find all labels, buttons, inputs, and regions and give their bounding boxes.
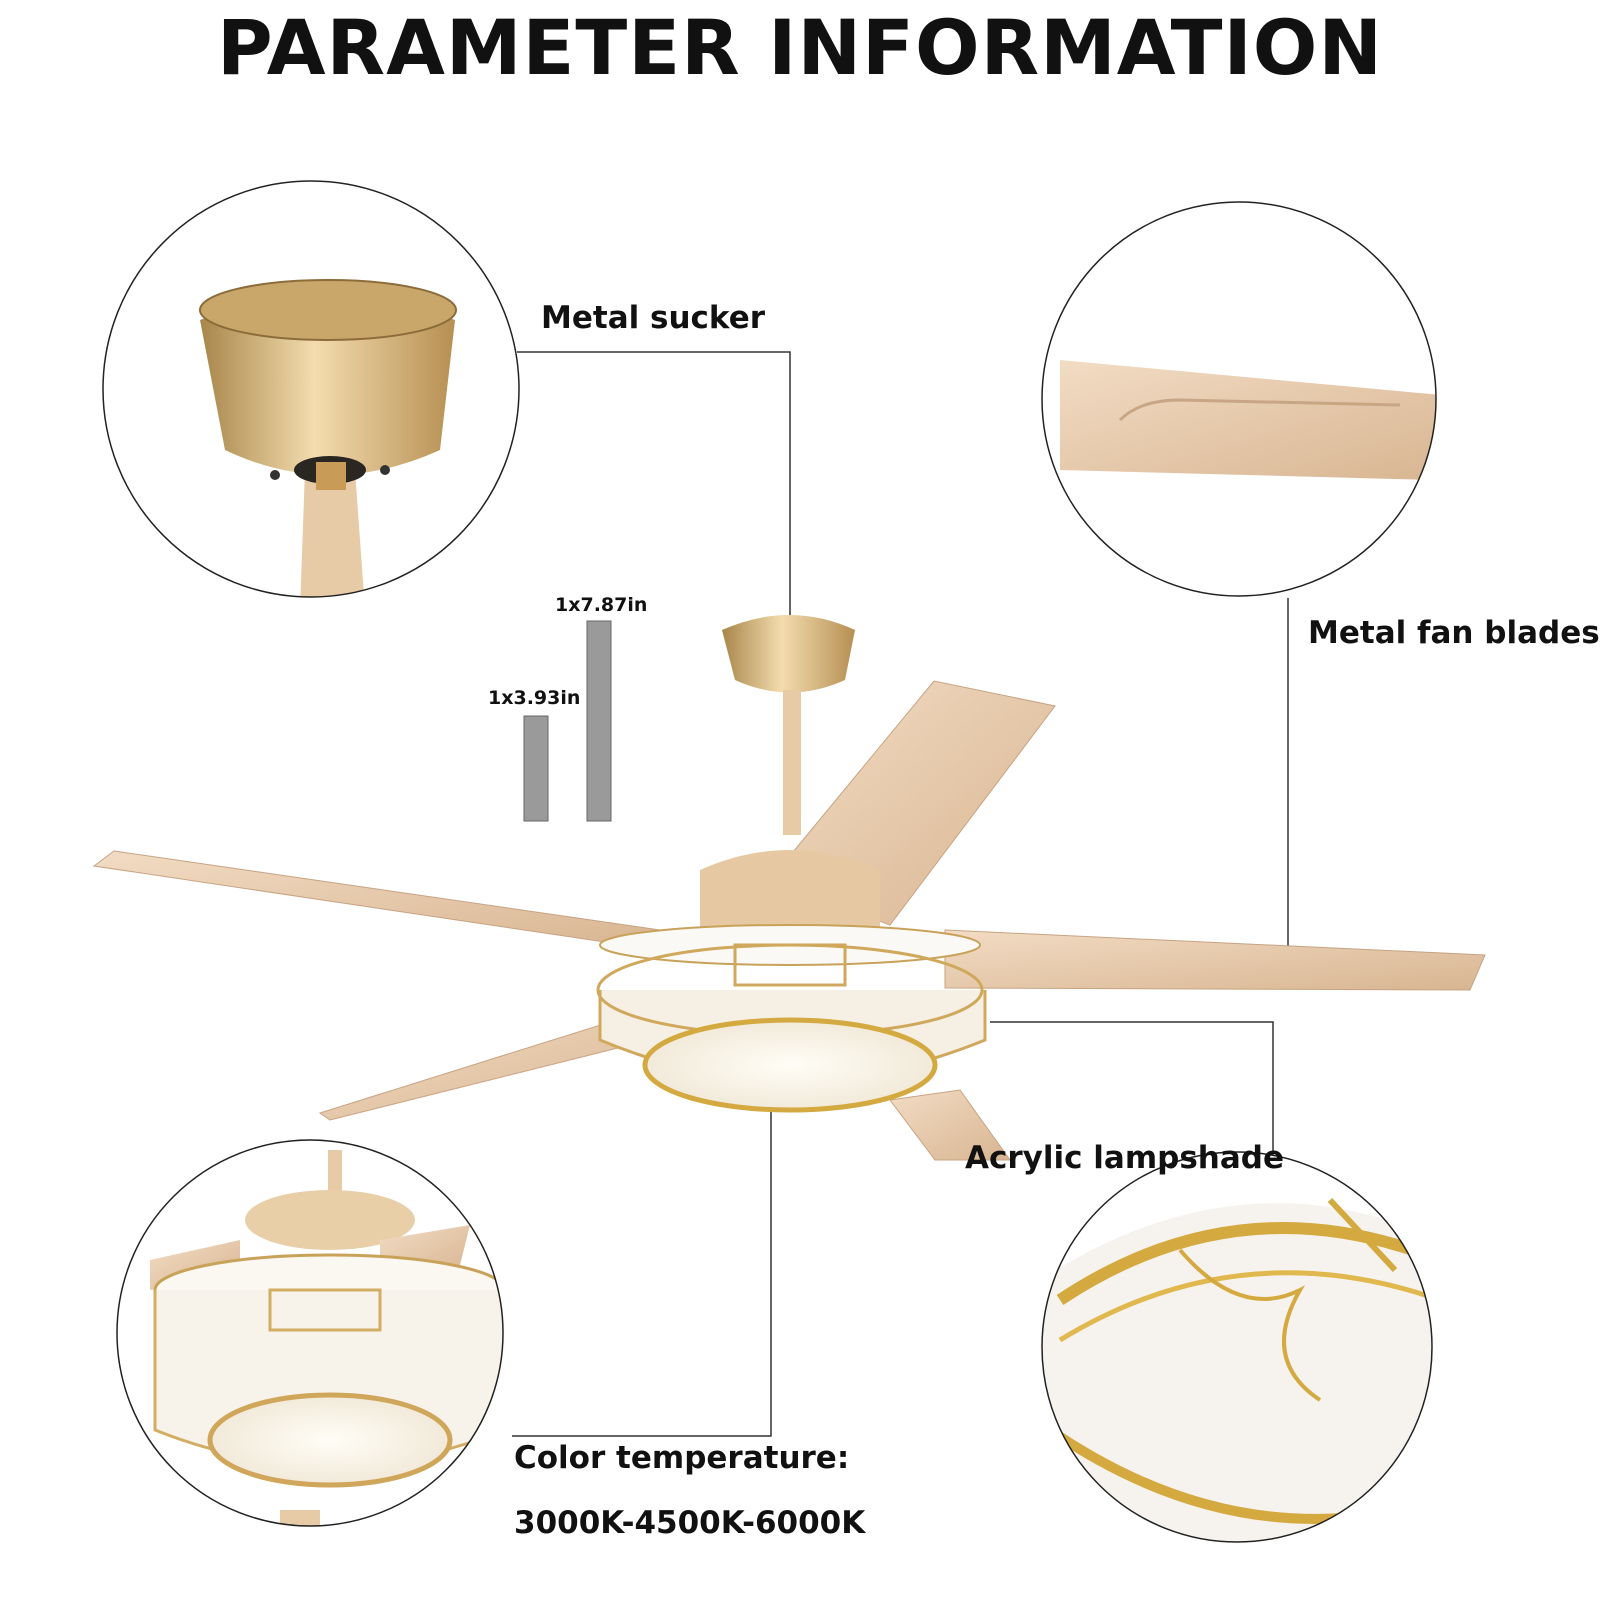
color-temperature-value: 3000K-4500K-6000K bbox=[514, 1505, 866, 1541]
blade-detail-circle bbox=[1042, 202, 1436, 596]
callout-lines bbox=[512, 351, 1289, 1437]
main-fan bbox=[92, 615, 1486, 1161]
sucker-detail-circle bbox=[103, 181, 519, 597]
metal-sucker-label: Metal sucker bbox=[541, 300, 766, 336]
metal-fan-blades-label: Metal fan blades bbox=[1308, 615, 1600, 651]
downrod-short-label: 1x3.93in bbox=[488, 687, 581, 709]
sucker-detail-frame bbox=[102, 180, 520, 598]
lampshade-detail-circle bbox=[1042, 1152, 1432, 1542]
lampshade-leader-line bbox=[990, 1021, 1274, 1160]
downrod-long-label: 1x7.87in bbox=[555, 594, 648, 616]
downrod-long-bar bbox=[586, 620, 612, 822]
lamp-detail-circle bbox=[117, 1140, 503, 1526]
downrod-short-bar bbox=[523, 715, 549, 822]
color-temp-leader-line bbox=[512, 1067, 772, 1437]
page-title: PARAMETER INFORMATION bbox=[217, 3, 1383, 92]
blade-detail-frame bbox=[1041, 201, 1437, 597]
lamp-detail-frame bbox=[116, 1139, 504, 1527]
lampshade-detail-frame bbox=[1041, 1151, 1433, 1543]
sucker-leader-line bbox=[517, 351, 791, 640]
color-temperature-label: Color temperature: bbox=[514, 1440, 850, 1476]
acrylic-lampshade-label: Acrylic lampshade bbox=[965, 1140, 1284, 1176]
